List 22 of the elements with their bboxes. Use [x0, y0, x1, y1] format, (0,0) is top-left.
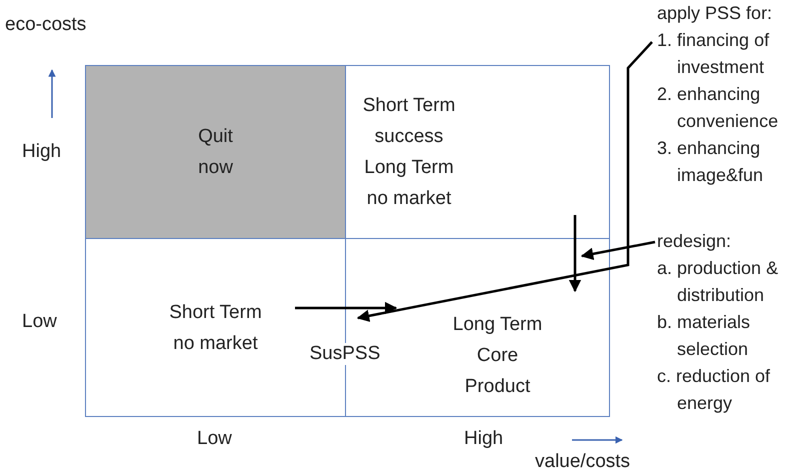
list-item: c. reduction of energy [657, 365, 772, 415]
list-item: 1. financing of investment [657, 29, 770, 79]
arrow [356, 41, 653, 322]
list-item: 3. enhancing image&fun [657, 137, 764, 187]
quadrant-text: Short Term success Long Term no market [362, 94, 456, 211]
list-heading: redesign: [657, 230, 732, 253]
quadrant-text: Quit now [197, 125, 234, 180]
axis-label: eco-costs [5, 14, 86, 36]
list-heading: apply PSS for: [657, 2, 774, 25]
arrow [580, 240, 656, 260]
axis-label: value/costs [535, 451, 630, 473]
matrix-quadrant [345, 65, 610, 239]
axis-label: High [464, 428, 504, 450]
axis-label: High [22, 141, 62, 163]
list-item: 2. enhancing convenience [657, 83, 780, 133]
axis-label: Low [22, 311, 57, 333]
arrow [568, 215, 582, 292]
quadrant-text: Long Term Core Product [452, 313, 544, 399]
arrow [295, 302, 398, 314]
quadrant-text: Short Term no market [168, 300, 263, 356]
axis-label: Low [197, 428, 232, 450]
matrix-quadrant [85, 65, 346, 239]
